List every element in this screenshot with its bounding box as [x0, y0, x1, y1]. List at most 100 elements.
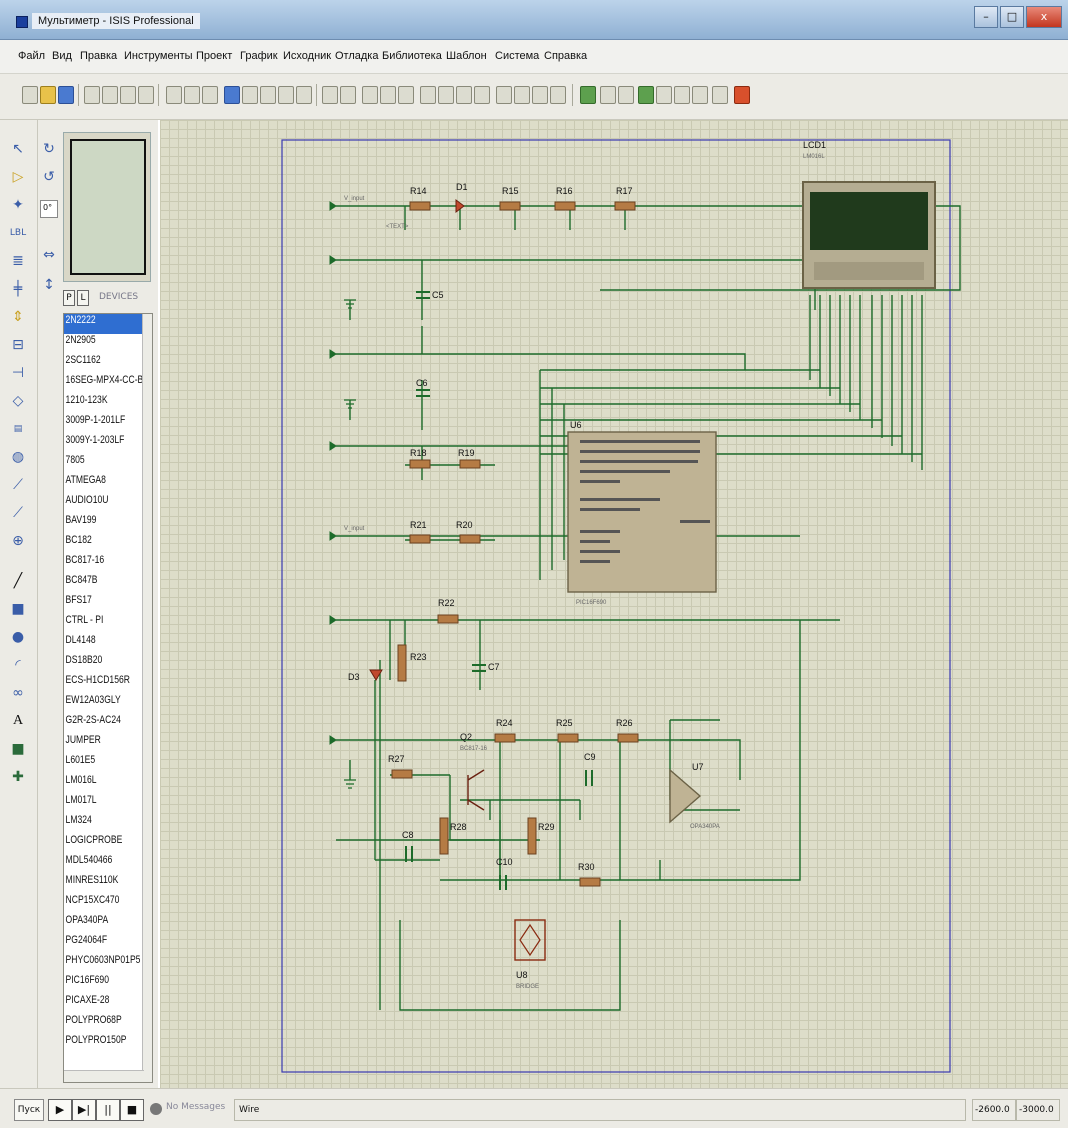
- step-button[interactable]: ▶|: [72, 1099, 96, 1121]
- device-list-item[interactable]: ECS-H1CD156R: [65, 674, 130, 686]
- grid-icon[interactable]: [184, 86, 200, 104]
- path-icon[interactable]: ∞: [12, 685, 24, 701]
- subcircuit-icon[interactable]: ⇕: [12, 309, 24, 325]
- cut-icon[interactable]: [362, 86, 378, 104]
- wire-autorouter-icon[interactable]: [580, 86, 596, 104]
- menu-library[interactable]: Библиотека: [382, 50, 442, 62]
- menu-template[interactable]: Шаблон: [446, 50, 487, 62]
- origin-icon[interactable]: [202, 86, 218, 104]
- export-icon[interactable]: [102, 86, 118, 104]
- marker-icon[interactable]: ✚: [12, 769, 24, 785]
- new-file-icon[interactable]: [22, 86, 38, 104]
- pick-from-library-button[interactable]: P: [63, 290, 75, 306]
- zoom-in-icon[interactable]: [242, 86, 258, 104]
- import-icon[interactable]: [84, 86, 100, 104]
- text-icon[interactable]: A: [12, 713, 24, 728]
- device-list-item[interactable]: POLYPRO150P: [65, 1034, 127, 1046]
- start-button[interactable]: Пуск: [14, 1099, 44, 1121]
- device-list[interactable]: 2N22222N29052SC116216SEG-MPX4-CC-BLUE121…: [63, 313, 153, 1083]
- open-file-icon[interactable]: [40, 86, 56, 104]
- device-list-item[interactable]: PIC16F690: [65, 974, 109, 986]
- device-list-item[interactable]: 3009P-1-201LF: [65, 414, 126, 426]
- device-list-item[interactable]: JUMPER: [65, 734, 101, 746]
- rotate-anticlockwise-icon[interactable]: ↺: [43, 169, 55, 185]
- probe-current-icon[interactable]: ⟋: [13, 505, 23, 521]
- refresh-icon[interactable]: [166, 86, 182, 104]
- device-list-item[interactable]: BFS17: [65, 594, 92, 606]
- decompose-icon[interactable]: [550, 86, 566, 104]
- device-list-item[interactable]: CTRL - PI: [65, 614, 104, 626]
- device-list-item[interactable]: LM324: [65, 814, 92, 826]
- device-list-item[interactable]: BC847B: [65, 574, 98, 586]
- arc-icon[interactable]: ◜: [15, 657, 21, 673]
- tape-recorder-icon[interactable]: ▤: [13, 424, 23, 434]
- device-list-vscroll[interactable]: [142, 314, 152, 1082]
- device-list-item[interactable]: BAV199: [65, 514, 97, 526]
- device-list-item[interactable]: OPA340PA: [65, 914, 109, 926]
- device-list-item[interactable]: L601E5: [65, 754, 96, 766]
- device-list-item[interactable]: EW12A03GLY: [65, 694, 121, 706]
- close-button[interactable]: x: [1026, 6, 1062, 28]
- redo-icon[interactable]: [340, 86, 356, 104]
- menu-tools[interactable]: Инструменты: [124, 50, 193, 62]
- component-mode-icon[interactable]: ▷: [12, 169, 24, 185]
- pan-icon[interactable]: [224, 86, 240, 104]
- zoom-area-icon[interactable]: [296, 86, 312, 104]
- zoom-out-icon[interactable]: [260, 86, 276, 104]
- menu-system[interactable]: Система: [495, 50, 540, 62]
- box-icon[interactable]: ■: [11, 601, 25, 617]
- copy-icon[interactable]: [380, 86, 396, 104]
- menu-debug[interactable]: Отладка: [335, 50, 379, 62]
- device-list-item[interactable]: PICAXE-28: [65, 994, 110, 1006]
- block-rotate-icon[interactable]: [456, 86, 472, 104]
- property-tool-icon[interactable]: [618, 86, 634, 104]
- graph-mode-icon[interactable]: ◇: [12, 393, 24, 409]
- menu-graph[interactable]: График: [240, 50, 278, 62]
- device-list-item[interactable]: LOGICPROBE: [65, 834, 123, 846]
- device-list-item[interactable]: BC817-16: [65, 554, 105, 566]
- menu-edit[interactable]: Правка: [80, 50, 118, 62]
- junction-dot-icon[interactable]: ✦: [12, 197, 24, 213]
- device-list-item[interactable]: 2SC1162: [65, 354, 101, 366]
- packaging-icon[interactable]: [532, 86, 548, 104]
- undo-icon[interactable]: [322, 86, 338, 104]
- device-list-item[interactable]: MDL540466: [65, 854, 113, 866]
- device-list-item[interactable]: 16SEG-MPX4-CC-BLUE: [65, 374, 142, 386]
- overview-window[interactable]: [63, 132, 151, 282]
- schematic-canvas[interactable]: LCD1 LM016L: [160, 120, 1068, 1088]
- exit-to-parent-icon[interactable]: [674, 86, 690, 104]
- device-list-item[interactable]: MINRES110K: [65, 874, 119, 886]
- zoom-all-icon[interactable]: [278, 86, 294, 104]
- mirror-y-icon[interactable]: ↕: [43, 277, 55, 293]
- rotate-clockwise-icon[interactable]: ↻: [43, 141, 55, 157]
- block-move-icon[interactable]: [438, 86, 454, 104]
- make-device-icon[interactable]: [514, 86, 530, 104]
- bill-of-materials-icon[interactable]: [692, 86, 708, 104]
- generator-icon[interactable]: ◍: [11, 449, 25, 465]
- virtual-instruments-icon[interactable]: ⊕: [12, 533, 24, 549]
- circle-icon[interactable]: ●: [11, 629, 25, 645]
- text-script-icon[interactable]: ≣: [12, 253, 24, 269]
- menu-view[interactable]: Вид: [52, 50, 72, 62]
- device-list-item[interactable]: 1210-123K: [65, 394, 108, 406]
- device-list-item[interactable]: 2N2222: [64, 314, 142, 334]
- paste-icon[interactable]: [398, 86, 414, 104]
- block-copy-icon[interactable]: [420, 86, 436, 104]
- new-sheet-icon[interactable]: [638, 86, 654, 104]
- save-icon[interactable]: [58, 86, 74, 104]
- menu-source[interactable]: Исходник: [283, 50, 332, 62]
- device-list-item[interactable]: LM016L: [65, 774, 97, 786]
- electrical-rule-check-icon[interactable]: [712, 86, 728, 104]
- menu-project[interactable]: Проект: [196, 50, 233, 62]
- device-list-item[interactable]: ATMEGA8: [65, 474, 106, 486]
- device-list-item[interactable]: POLYPRO68P: [65, 1014, 122, 1026]
- device-list-item[interactable]: AUDIO10U: [65, 494, 109, 506]
- minimize-button[interactable]: –: [974, 6, 998, 28]
- probe-voltage-icon[interactable]: ⟋: [13, 477, 23, 493]
- library-manager-button[interactable]: L: [77, 290, 89, 306]
- line-icon[interactable]: ╱: [13, 573, 23, 589]
- device-list-item[interactable]: PHYC0603NP01P5: [65, 954, 141, 966]
- pick-device-icon[interactable]: [496, 86, 512, 104]
- mirror-x-icon[interactable]: ⇔: [43, 247, 55, 263]
- netlist-to-ares-icon[interactable]: [734, 86, 750, 104]
